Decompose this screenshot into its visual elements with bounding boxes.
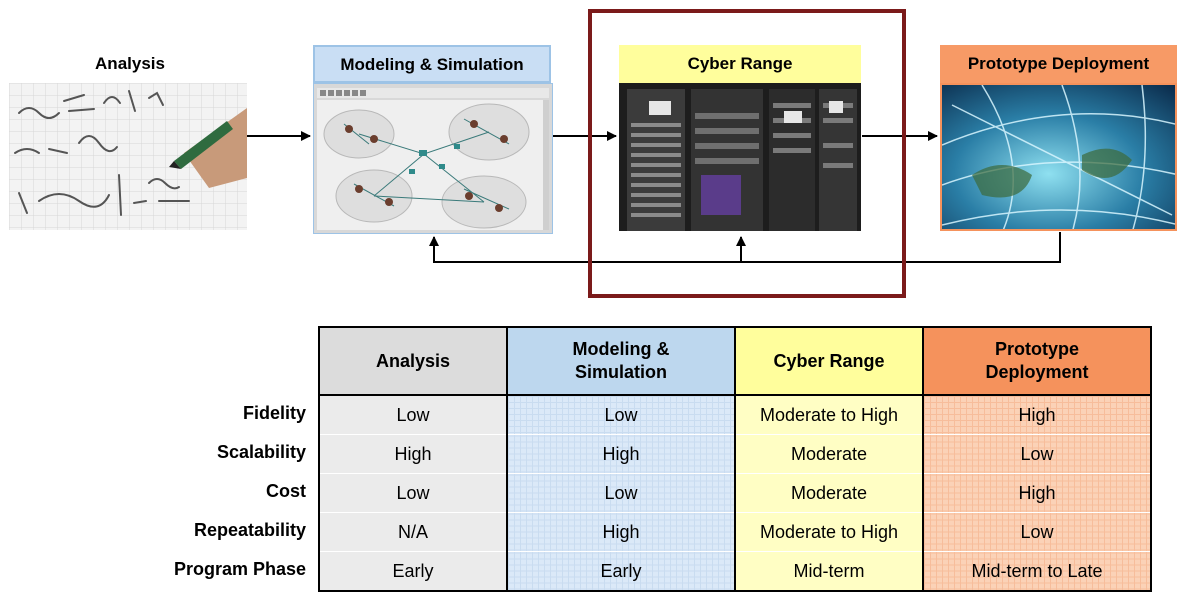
cyber-range-highlight-frame <box>588 9 906 298</box>
feedback-arrow-modeling <box>429 232 1061 263</box>
table-cell: High <box>506 434 736 474</box>
table-cell: Low <box>506 394 736 435</box>
row-label-scalability: Scalability <box>216 442 306 462</box>
stage-title-analysis: Analysis <box>95 54 165 73</box>
table-cell: Low <box>922 434 1152 474</box>
table-cell: High <box>318 434 508 474</box>
table-row: High High Moderate Low <box>318 434 1152 474</box>
row-label-repeatability: Repeatability <box>193 520 306 540</box>
table-row: Early Early Mid-term Mid-term to Late <box>318 551 1152 592</box>
column-header-modeling: Modeling & Simulation <box>506 326 736 396</box>
row-label-cost: Cost <box>266 481 306 501</box>
globe-network-photo <box>940 83 1177 231</box>
table-cell: Low <box>318 473 508 513</box>
stage-title-cyber-range: Cyber Range <box>619 45 861 83</box>
table-cell: Moderate to High <box>734 512 924 552</box>
table-cell: Early <box>506 551 736 592</box>
table-cell: Moderate to High <box>734 394 924 435</box>
table-cell: Moderate <box>734 434 924 474</box>
network-simulation-screenshot <box>313 83 553 234</box>
table-cell: Low <box>318 394 508 435</box>
table-header-row: Analysis Modeling & Simulation Cyber Ran… <box>318 326 1152 396</box>
column-header-analysis: Analysis <box>318 326 508 396</box>
table-row: Low Low Moderate to High High <box>318 394 1152 435</box>
table-cell: High <box>506 512 736 552</box>
table-row: Low Low Moderate High <box>318 473 1152 513</box>
table-cell: Moderate <box>734 473 924 513</box>
table-cell: Low <box>922 512 1152 552</box>
row-label-program-phase: Program Phase <box>173 559 306 579</box>
stage-title-prototype: Prototype Deployment <box>940 45 1177 83</box>
table-cell: High <box>922 394 1152 435</box>
stage-title-modeling: Modeling & Simulation <box>313 45 551 83</box>
math-notes-photo <box>9 83 247 230</box>
table-cell: Low <box>506 473 736 513</box>
column-header-cyber-range: Cyber Range <box>734 326 924 396</box>
table-cell: N/A <box>318 512 508 552</box>
table-cell: High <box>922 473 1152 513</box>
server-rack-photo <box>619 83 861 231</box>
table-cell: Mid-term <box>734 551 924 592</box>
table-row: N/A High Moderate to High Low <box>318 512 1152 552</box>
row-label-fidelity: Fidelity <box>242 403 306 423</box>
table-cell: Mid-term to Late <box>922 551 1152 592</box>
comparison-table: Analysis Modeling & Simulation Cyber Ran… <box>318 326 1152 592</box>
table-cell: Early <box>318 551 508 592</box>
column-header-prototype: Prototype Deployment <box>922 326 1152 396</box>
